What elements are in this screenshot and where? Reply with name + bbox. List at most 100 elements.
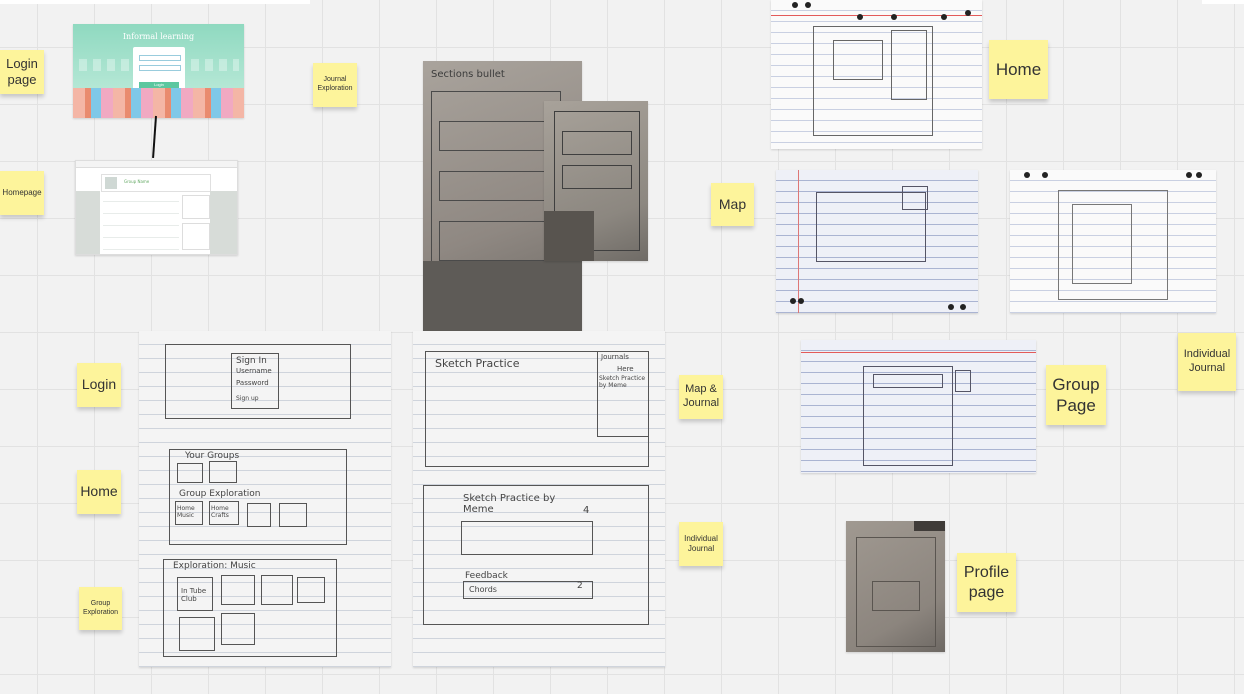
sketch-journal-detail xyxy=(423,485,649,625)
journal-sketch-photo[interactable]: Sketch Practice Journals Here Sketch Pra… xyxy=(413,331,665,667)
in-tube-club-label: In Tube Club xyxy=(181,587,207,603)
sticky-home-right[interactable]: Home xyxy=(989,40,1048,99)
sketch-group-tile xyxy=(209,461,237,483)
mockup-left-gray xyxy=(76,191,100,254)
mockup-header-card: Group Name xyxy=(101,174,211,192)
sketch-item xyxy=(562,131,632,155)
sketch-tile xyxy=(177,577,213,611)
binder-hole xyxy=(948,304,954,310)
binder-hole xyxy=(790,298,796,304)
red-margin xyxy=(771,15,982,16)
binder-hole xyxy=(965,10,971,16)
group-page-sketch-photo[interactable] xyxy=(801,340,1036,473)
sticky-homepage[interactable]: Homepage xyxy=(0,171,44,215)
sketch-frame xyxy=(554,111,640,251)
login-home-sketch-photo[interactable]: Sign In Username Password Sign up Your G… xyxy=(139,331,391,667)
home-crafts-label: Home Crafts xyxy=(211,505,229,519)
sticky-login-page[interactable]: Login page xyxy=(0,50,44,94)
exploration-music-label: Exploration: Music xyxy=(173,561,256,571)
people-illustration xyxy=(73,88,244,118)
your-groups-label: Your Groups xyxy=(185,451,240,461)
sticky-profile-page[interactable]: Profile page xyxy=(957,553,1016,612)
icon-row xyxy=(79,59,129,71)
sketch-row-2 xyxy=(439,171,549,201)
password-field xyxy=(139,65,181,71)
mockup-group-name: Group Name xyxy=(124,179,150,184)
sketch-side xyxy=(955,370,971,392)
sketch-card xyxy=(872,581,920,611)
home-sketch-photo[interactable] xyxy=(771,0,982,149)
sketch-tile xyxy=(247,503,271,527)
sketch-practice-meme-title: Sketch Practice by Meme xyxy=(463,493,556,515)
white-corner-strip xyxy=(0,0,310,4)
sketch-inner xyxy=(1072,204,1132,284)
sketch-row xyxy=(439,121,549,151)
binder-hole xyxy=(960,304,966,310)
sketch-photo-feedback[interactable] xyxy=(544,101,648,261)
sticky-map[interactable]: Map xyxy=(711,183,754,226)
sticky-individual-journal-mid[interactable]: Individual Journal xyxy=(679,522,723,566)
sticky-login[interactable]: Login xyxy=(77,363,121,407)
sketch-sign-in-box xyxy=(231,353,279,409)
journals-label: Journals xyxy=(601,353,629,361)
sketch-outline xyxy=(813,26,933,136)
login-mockup-image[interactable]: Informal learning Login xyxy=(73,24,244,118)
upvote-count-4: 4 xyxy=(583,505,590,516)
mockup-right-gray xyxy=(210,191,237,254)
here-label: Here xyxy=(617,365,634,373)
sticky-journal-exploration[interactable]: Journal Exploration xyxy=(313,63,357,107)
sketch-panel xyxy=(891,30,927,100)
sketch-tile xyxy=(179,617,215,651)
sketch-login-screen xyxy=(165,344,351,419)
username-label: Username xyxy=(236,367,272,375)
sketch-feedback-box xyxy=(463,581,593,599)
red-margin xyxy=(801,352,1036,353)
mockup-feed xyxy=(103,195,179,251)
sketch-frame xyxy=(863,366,953,466)
sticky-individual-journal-right[interactable]: Individual Journal xyxy=(1178,333,1236,391)
sketch-home-music-tile xyxy=(175,501,203,525)
binder-hole xyxy=(1186,172,1192,178)
profile-sketch-photo[interactable] xyxy=(846,521,945,652)
sections-title: Sections bullet xyxy=(431,69,505,80)
icon-row-right xyxy=(191,59,239,71)
binder-hole xyxy=(1196,172,1202,178)
binder-hole xyxy=(941,14,947,20)
sketch-tile xyxy=(279,503,307,527)
mockup-title: Informal learning xyxy=(122,32,195,41)
sketch-exploration-screen xyxy=(163,559,337,657)
avatar xyxy=(105,177,117,189)
sketch-frame xyxy=(1058,190,1168,300)
dark-corner xyxy=(544,211,594,261)
sketch-popup xyxy=(902,186,928,210)
username-field xyxy=(139,55,181,61)
sticky-group-page[interactable]: Group Page xyxy=(1046,365,1106,425)
sketch-tile xyxy=(221,613,255,645)
home-music-label: Home Music xyxy=(177,505,195,519)
sketch-item-2 xyxy=(562,165,632,189)
dark-corner xyxy=(914,521,945,531)
binder-hole xyxy=(792,2,798,8)
binder-hole xyxy=(1042,172,1048,178)
password-label: Password xyxy=(236,379,269,387)
sketch-tile xyxy=(297,577,325,603)
sticky-group-exploration[interactable]: Group Exploration xyxy=(79,587,122,630)
sketch-journals-panel xyxy=(597,351,649,437)
sticky-map-journal[interactable]: Map & Journal xyxy=(679,375,723,419)
sketch-tile xyxy=(261,575,293,605)
binder-hole xyxy=(857,14,863,20)
map-sketch-photo[interactable] xyxy=(776,170,978,313)
binder-hole xyxy=(891,14,897,20)
sketch-frame xyxy=(856,537,936,647)
margin-line xyxy=(798,170,799,313)
sketch-header xyxy=(873,374,943,388)
group-exploration-label: Group Exploration xyxy=(179,489,261,499)
sketch-home-screen xyxy=(169,449,347,545)
homepage-mockup-image[interactable]: Group Name xyxy=(75,160,238,255)
sketch-home-crafts-tile xyxy=(209,501,239,525)
sign-in-label: Sign In xyxy=(236,356,267,366)
binder-hole xyxy=(805,2,811,8)
group-sketch-photo-top[interactable] xyxy=(1010,170,1216,313)
sticky-home[interactable]: Home xyxy=(77,470,121,514)
connector-line xyxy=(152,115,157,158)
